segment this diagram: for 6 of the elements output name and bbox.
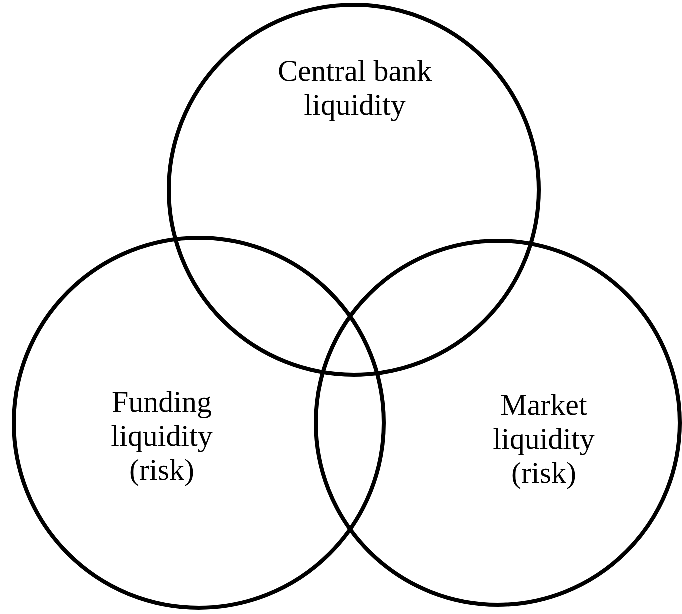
venn-circle xyxy=(314,239,682,607)
circle-label: Central bank liquidity xyxy=(276,55,434,123)
circle-label: Funding liquidity (risk) xyxy=(110,386,214,488)
circle-label: Market liquidity (risk) xyxy=(492,389,596,491)
venn-circle xyxy=(12,236,386,610)
venn-circle xyxy=(167,3,541,377)
